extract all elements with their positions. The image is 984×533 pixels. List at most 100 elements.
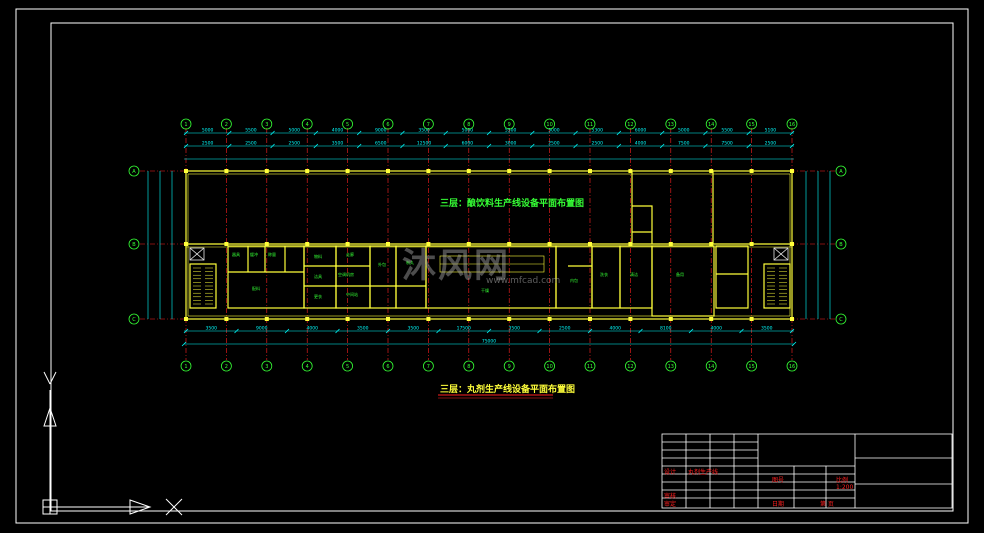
room-label: 空调机房: [338, 271, 354, 277]
dim-top-1-text: 5100: [765, 128, 777, 134]
dim-bottom-1-text: 9000: [256, 326, 268, 332]
dim-top-1-text: 6000: [635, 128, 647, 134]
dim-bottom-1-tick: [587, 328, 593, 334]
axis-bubble-4-top: [301, 118, 313, 130]
axis-bubble-5-bottom: [342, 360, 354, 372]
axis-bubble-label-12: 12: [627, 364, 633, 370]
axis-bubble-label-1: 1: [184, 364, 187, 370]
axis-bubble-12-bottom: [625, 360, 636, 372]
dim-top-1-tick: [356, 130, 362, 136]
dim-top-2-text: 2500: [288, 141, 300, 147]
axis-bubble-8-top: [463, 118, 475, 130]
dim-bottom-1-tick: [537, 328, 542, 334]
axis-bubble-C-right: [835, 313, 847, 325]
room-label: 备用: [676, 271, 684, 277]
dim-top-2-text: 2500: [202, 141, 214, 147]
axis-bubble-label-A: A: [839, 169, 843, 175]
dim-bottom-1-text: 4000: [307, 326, 319, 332]
axis-bubble-10-bottom: [544, 360, 555, 372]
axis-bubble-11-top: [584, 118, 596, 130]
dim-top-1-tick: [183, 130, 189, 136]
column-marker-11C: [588, 317, 592, 321]
dim-top-2-tick: [659, 143, 665, 149]
room-label: 外包: [378, 261, 386, 267]
axis-bubble-label-4: 4: [306, 122, 309, 128]
room-label: 洗衣: [600, 271, 608, 277]
room-label: 器具: [232, 251, 240, 257]
column-marker-2A: [224, 169, 229, 173]
axis-bubble-9-bottom: [503, 360, 515, 372]
dim-top-1-tick: [227, 130, 232, 136]
axis-bubble-7-top: [422, 118, 434, 130]
axis-bubble-13-bottom: [665, 360, 677, 372]
axis-bubble-C-left: [128, 313, 140, 325]
dim-top-2-text: 6000: [462, 141, 474, 147]
axis-bubble-label-16: 16: [789, 122, 795, 128]
column-marker-12B: [628, 242, 633, 246]
column-marker-15A: [749, 169, 754, 173]
dim-top-2-text: 3500: [332, 141, 344, 147]
sheet-outer-border: [15, 8, 969, 524]
dim-top-1-tick: [746, 130, 751, 136]
room-label: 缓冲: [250, 251, 258, 257]
dim-bottom-1-tick: [436, 328, 441, 334]
column-marker-1A: [184, 169, 188, 173]
dim-top-2-tick: [573, 143, 578, 149]
axis-bubble-5-top: [342, 118, 354, 130]
axis-bubble-9-top: [503, 118, 515, 130]
room-label: 物料: [314, 253, 322, 259]
axis-bubble-label-7: 7: [427, 364, 430, 370]
dim-top-2-tick: [227, 143, 232, 149]
room-label: 清洁: [630, 271, 638, 277]
elevator-shafts: [189, 247, 789, 261]
room-label: 干燥: [481, 287, 489, 293]
watermark-url: www.mfcad.com: [486, 276, 561, 286]
dim-bottom-1-tick: [486, 328, 492, 334]
dim-top-1-text: 5000: [288, 128, 300, 134]
tb-drawing-no-label: 图号: [772, 477, 785, 484]
column-marker-1C: [184, 317, 188, 321]
axis-bubble-2-top: [220, 118, 232, 130]
dim-top-2-tick: [313, 143, 319, 149]
axis-bubble-label-3: 3: [265, 364, 268, 370]
dim-bottom-1-text: 4000: [610, 326, 622, 332]
axis-bubble-label-8: 8: [467, 122, 470, 128]
dim-top-2-tick: [703, 143, 708, 149]
dimension-ticks: [181, 130, 797, 347]
dim-top-2-tick: [443, 143, 448, 149]
column-marker-11B: [588, 242, 592, 246]
room-label: 走廊: [346, 251, 354, 257]
axis-bubble-2-bottom: [220, 360, 232, 372]
dim-top-1-text: 5000: [678, 128, 690, 134]
dim-top-2-text: 7500: [721, 141, 733, 147]
tb-review-label: 审核: [664, 493, 677, 500]
room-label: 配料: [252, 285, 260, 291]
dim-bottom-1-text: 3500: [357, 326, 369, 332]
column-marker-16B: [790, 242, 794, 246]
axis-bubble-14-bottom: [705, 360, 717, 372]
dim-top-2-text: 2500: [591, 141, 603, 147]
column-marker-14A: [709, 169, 714, 173]
dim-bottom-1-text: 2500: [559, 326, 571, 332]
dim-top-2-text: 7500: [678, 141, 690, 147]
dim-bottom-1-text: 3500: [408, 326, 420, 332]
axis-bubble-14-top: [705, 118, 717, 130]
axis-bubble-6-bottom: [382, 360, 394, 372]
axis-bubble-label-10: 10: [546, 364, 552, 370]
axis-bubble-label-15: 15: [748, 364, 754, 370]
axis-bubble-A-left: [128, 165, 140, 177]
ucs-icon[interactable]: [42, 371, 183, 516]
dim-total-text: 75000: [482, 339, 496, 345]
room-label: 称量: [268, 251, 276, 257]
axis-bubble-label-13: 13: [668, 122, 674, 128]
dim-top-2-tick: [356, 143, 362, 149]
axis-bubble-B-right: [835, 238, 847, 250]
dim-top-2-tick: [746, 143, 751, 149]
axis-bubble-8-bottom: [463, 360, 475, 372]
column-marker-11A: [588, 169, 592, 173]
axis-bubble-15-bottom: [746, 360, 757, 372]
room-label: 洁具: [314, 273, 322, 279]
tb-approve-label: 审定: [664, 501, 677, 508]
axis-bubble-label-15: 15: [748, 122, 754, 128]
